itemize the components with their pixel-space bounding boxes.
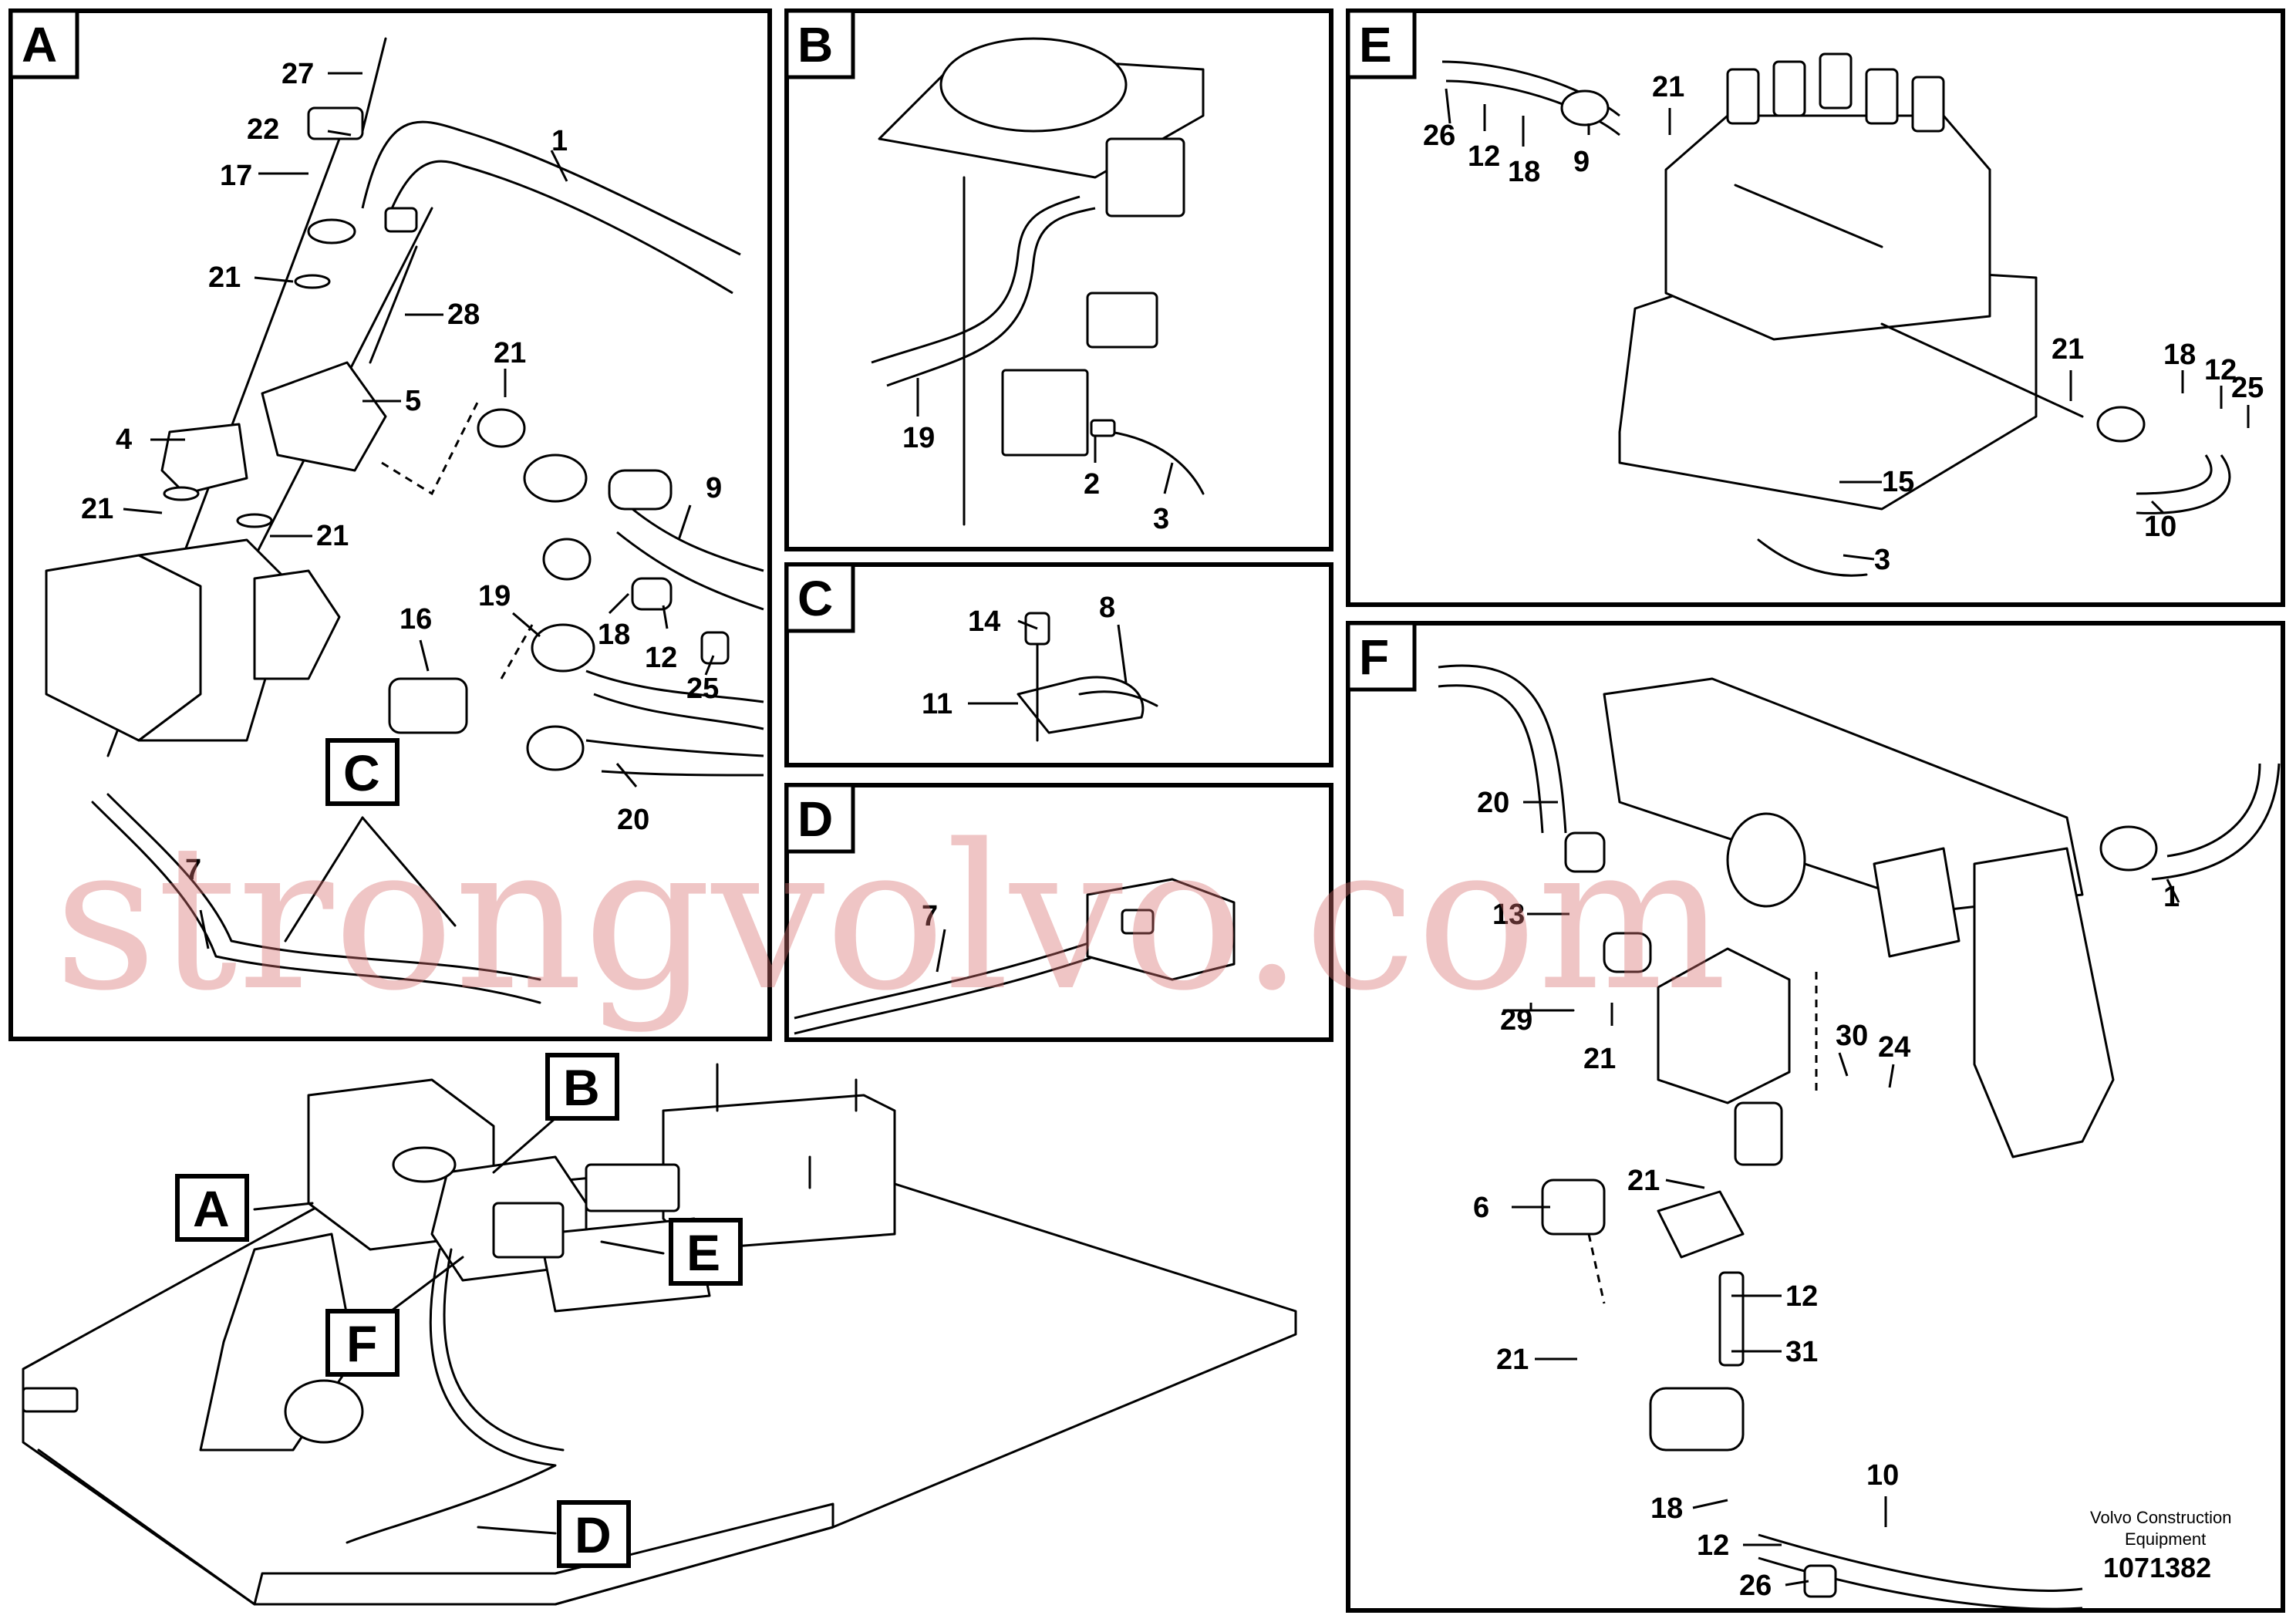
part-number: 9	[1573, 146, 1590, 178]
part-number: 12	[1468, 140, 1500, 173]
part-number: 1	[2163, 881, 2180, 913]
part-number: 6	[1473, 1192, 1489, 1224]
overview-callout-a: A	[175, 1174, 249, 1242]
panel-e-tag: E	[1346, 8, 1417, 79]
part-number: 16	[400, 603, 432, 636]
svg-text:E: E	[686, 1224, 720, 1281]
panel-e: E 26 12 18 9 21 21 18 12 25	[1346, 8, 2285, 607]
panel-c-tag: C	[784, 562, 855, 633]
part-number: 20	[617, 804, 649, 836]
volvo-credit: Volvo Construction Equipment 1071382	[2090, 1508, 2231, 1583]
svg-text:D: D	[575, 1506, 612, 1563]
svg-text:Equipment: Equipment	[2125, 1529, 2206, 1549]
panel-a-detail-c-callout: C	[325, 738, 400, 806]
part-number: 13	[1492, 899, 1525, 931]
panel-d-tag: D	[784, 783, 855, 854]
part-number: 27	[282, 58, 314, 90]
panel-c: C 14 8 11	[784, 562, 1333, 767]
svg-text:E: E	[1359, 17, 1392, 73]
part-number: 25	[2231, 372, 2264, 404]
part-number: 8	[1099, 592, 1115, 624]
part-number: 15	[1882, 466, 1914, 498]
overview-callout-d: D	[557, 1500, 631, 1568]
part-number: 17	[220, 160, 252, 192]
panel-b-tag: B	[784, 8, 855, 79]
part-number: 21	[316, 520, 349, 552]
panel-d: D 7	[784, 783, 1333, 1042]
part-number: 26	[1423, 120, 1455, 152]
part-number: 18	[1650, 1492, 1683, 1525]
part-number: 12	[2204, 354, 2237, 386]
part-number: 18	[598, 619, 630, 651]
part-number: 19	[902, 422, 935, 454]
part-number: 11	[922, 688, 952, 720]
part-number: 28	[447, 298, 480, 331]
part-number: 3	[1874, 544, 1890, 576]
part-number: 7	[185, 854, 201, 886]
part-number: 24	[1878, 1031, 1910, 1064]
overview-callout-f: F	[325, 1309, 400, 1377]
svg-text:A: A	[193, 1180, 230, 1237]
part-number: 12	[1697, 1529, 1729, 1562]
svg-text:Volvo Construction: Volvo Construction	[2090, 1508, 2231, 1527]
svg-text:D: D	[797, 791, 833, 847]
overview-illustration: A B E F D	[22, 1053, 1297, 1606]
part-number: 4	[116, 423, 132, 456]
panel-a-tag: A	[8, 8, 79, 79]
part-number: 12	[645, 642, 677, 674]
part-number: 21	[1627, 1165, 1660, 1197]
part-number: 10	[2144, 511, 2176, 543]
svg-text:C: C	[343, 744, 380, 801]
part-number: 21	[1496, 1344, 1529, 1376]
part-number: 1	[551, 125, 568, 157]
part-number: 21	[81, 493, 113, 525]
part-number: 18	[1508, 156, 1540, 188]
part-number: 21	[1652, 71, 1684, 103]
svg-text:B: B	[797, 17, 833, 73]
part-number: 29	[1500, 1004, 1532, 1037]
part-number: 7	[922, 900, 938, 932]
part-number: 3	[1153, 503, 1169, 535]
part-number: 9	[706, 472, 722, 504]
panel-a: A	[8, 8, 772, 1041]
drawing-number: 1071382	[2103, 1552, 2211, 1583]
panel-b: B 19 2 3	[784, 8, 1333, 551]
overview-callout-b: B	[545, 1053, 619, 1121]
part-number: 21	[208, 261, 241, 294]
part-number: 31	[1785, 1336, 1818, 1368]
part-number: 21	[2052, 333, 2084, 366]
part-number: 5	[405, 385, 421, 417]
part-number: 25	[686, 673, 719, 705]
part-number: 2	[1084, 468, 1100, 501]
svg-text:C: C	[797, 571, 833, 626]
part-number: 18	[2163, 339, 2196, 371]
part-number: 20	[1477, 787, 1509, 819]
part-number: 30	[1836, 1020, 1868, 1052]
part-number: 14	[968, 605, 1000, 638]
svg-text:B: B	[563, 1059, 600, 1116]
part-number: 10	[1866, 1459, 1899, 1492]
part-number: 21	[494, 337, 526, 369]
part-number: 21	[1583, 1043, 1616, 1075]
svg-text:F: F	[346, 1315, 377, 1372]
overview-callout-e: E	[669, 1218, 743, 1286]
watermark: strongvolvo.com	[54, 802, 1727, 1035]
part-number: 19	[478, 580, 511, 612]
svg-text:F: F	[1359, 629, 1389, 685]
part-number: 12	[1785, 1280, 1818, 1313]
part-number: 22	[247, 113, 279, 146]
panel-f: F 20 13 29 21 30 24	[1346, 621, 2285, 1613]
panel-f-tag: F	[1346, 621, 1417, 692]
svg-text:A: A	[22, 17, 57, 73]
part-number: 26	[1739, 1570, 1772, 1602]
